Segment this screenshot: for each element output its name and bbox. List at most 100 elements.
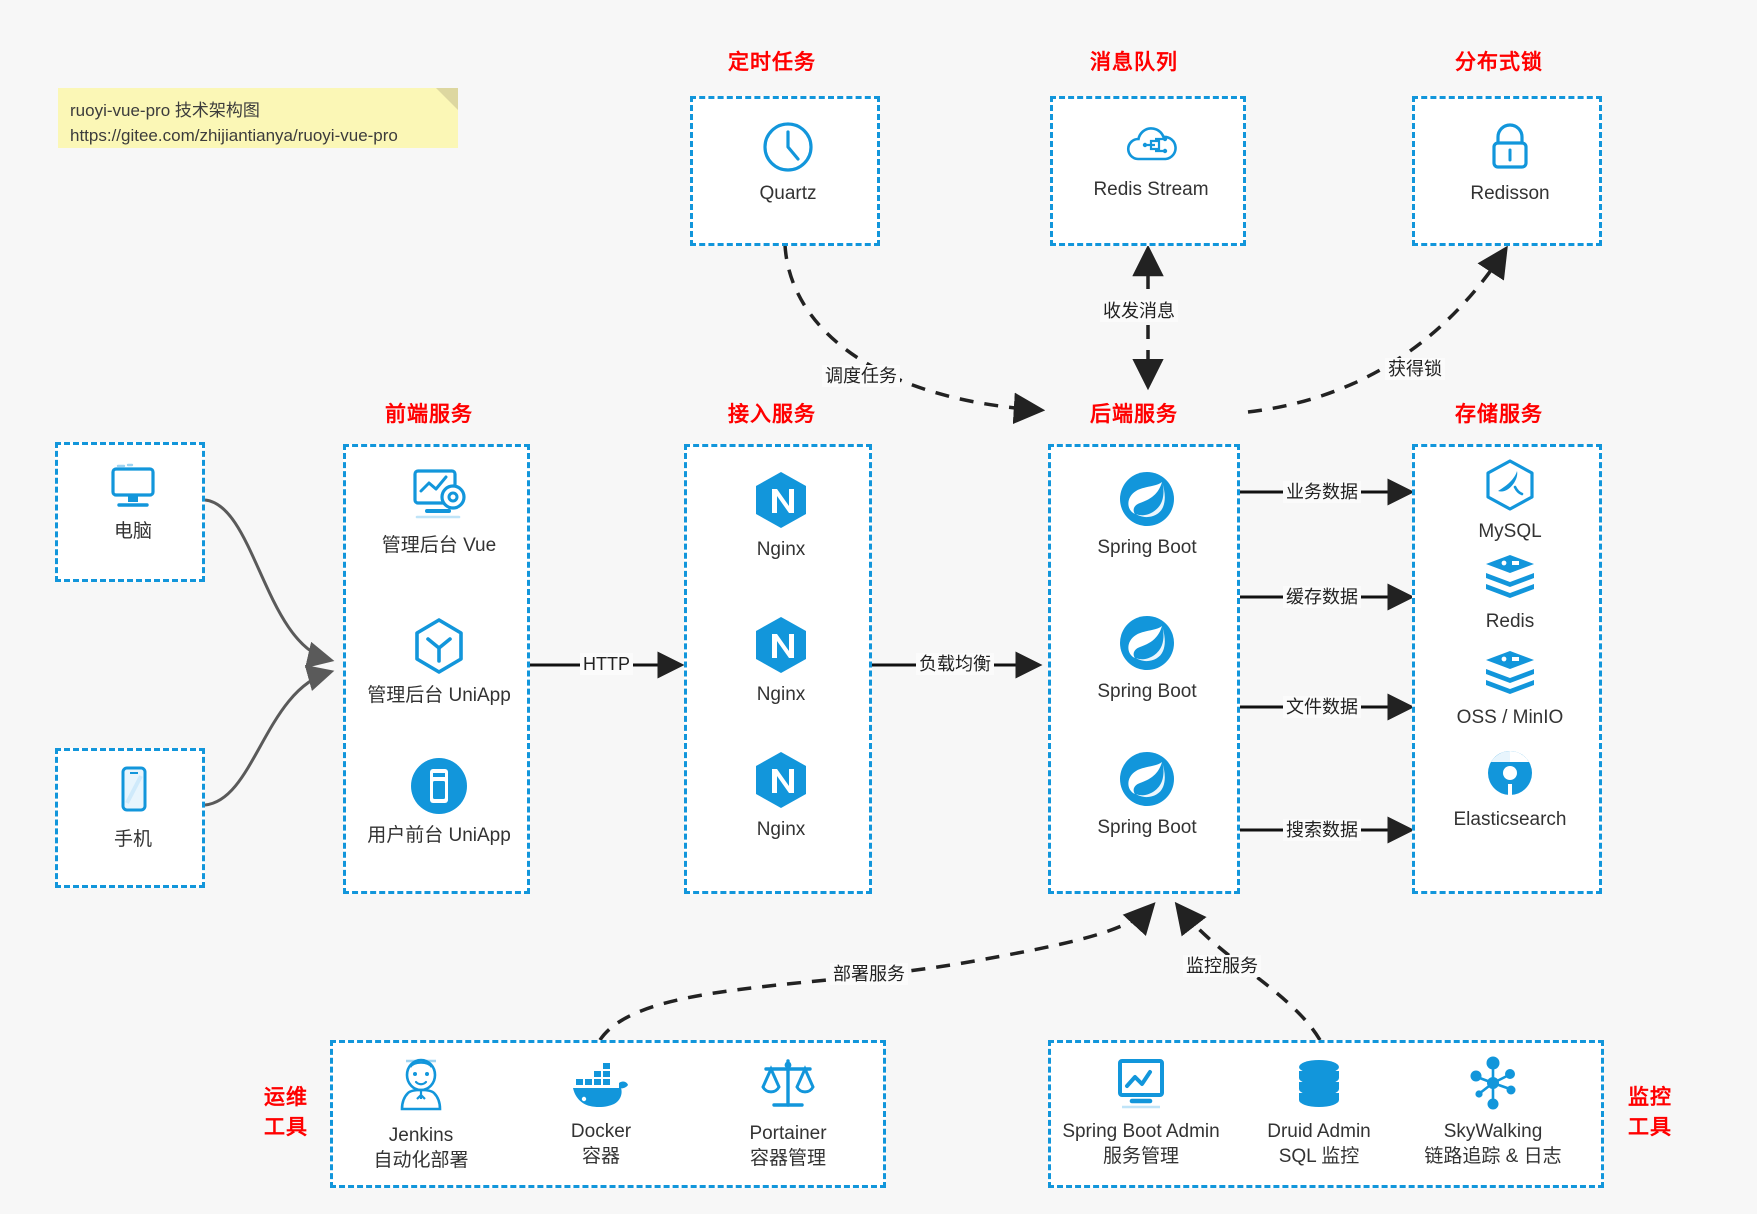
node-spring-boot-admin-sub: 服务管理	[1102, 1146, 1179, 1167]
nginx-icon	[756, 472, 806, 528]
docker-icon	[573, 1063, 628, 1108]
node-admin-vue[interactable]: 管理后台 Vue	[369, 465, 509, 558]
group-frontend[interactable]: 管理后台 Vue 管理后台 UniApp 用户前台 UniApp	[343, 444, 530, 894]
group-gateway[interactable]: Nginx Nginx Nginx	[684, 444, 872, 894]
group-mq[interactable]: Redis Stream	[1050, 96, 1246, 246]
edge-label-monitor-service: 监控服务	[1183, 955, 1261, 977]
node-skywalking[interactable]: SkyWalking 链路追踪 & 日志	[1423, 1055, 1563, 1169]
edge-label-business-data: 业务数据	[1283, 481, 1361, 503]
group-device-pc[interactable]: 电脑	[55, 442, 205, 582]
desktop-icon	[111, 463, 155, 507]
group-scheduler[interactable]: Quartz	[690, 96, 880, 246]
group-title-devops-line2: 工具	[264, 1116, 308, 1139]
node-redisson[interactable]: Redisson	[1440, 117, 1580, 206]
group-title-mq: 消息队列	[1090, 51, 1178, 74]
wire-pc-to-frontend	[204, 498, 335, 669]
cloud-stream-icon	[1126, 127, 1177, 161]
node-quartz[interactable]: Quartz	[718, 119, 858, 206]
node-jenkins-label: Jenkins	[388, 1125, 454, 1146]
edge-label-schedule-task: 调度任务	[822, 365, 900, 387]
monitor-chart-icon	[1118, 1059, 1164, 1109]
node-jenkins[interactable]: Jenkins 自动化部署	[351, 1053, 491, 1173]
node-elasticsearch[interactable]: Elasticsearch	[1440, 745, 1580, 832]
lock-icon	[1492, 123, 1528, 169]
scales-icon	[761, 1059, 815, 1107]
node-oss-minio[interactable]: OSS / MinIO	[1440, 647, 1580, 730]
node-druid-admin[interactable]: Druid Admin SQL 监控	[1249, 1057, 1389, 1169]
node-redis[interactable]: Redis	[1440, 551, 1580, 634]
group-backend[interactable]: Spring Boot Spring Boot Spring Boot	[1048, 444, 1240, 894]
node-docker[interactable]: Docker 容器	[531, 1061, 671, 1169]
edge-label-load-balance: 负载均衡	[916, 653, 994, 675]
node-elasticsearch-label: Elasticsearch	[1453, 809, 1567, 830]
spring-icon	[1120, 472, 1174, 526]
group-title-devops: 运维 工具	[258, 1083, 314, 1143]
node-nginx-2-label: Nginx	[756, 684, 806, 705]
node-druid-admin-sub: SQL 监控	[1278, 1146, 1360, 1167]
node-docker-label: Docker	[570, 1121, 632, 1142]
wire-acquire-lock	[1247, 245, 1508, 414]
node-mysql[interactable]: MySQL	[1440, 457, 1580, 544]
edge-label-file-data: 文件数据	[1283, 696, 1361, 718]
oss-icon	[1486, 651, 1534, 694]
node-oss-minio-label: OSS / MinIO	[1456, 707, 1564, 728]
node-admin-vue-label: 管理后台 Vue	[381, 535, 497, 556]
node-nginx-1[interactable]: Nginx	[711, 469, 851, 562]
node-user-uniapp[interactable]: 用户前台 UniApp	[367, 755, 511, 848]
jenkins-icon	[400, 1058, 442, 1111]
clock-icon	[763, 122, 813, 172]
node-spring-boot-3-label: Spring Boot	[1097, 817, 1197, 838]
group-title-monitor: 监控 工具	[1622, 1083, 1678, 1143]
node-spring-boot-admin-label: Spring Boot Admin	[1062, 1121, 1220, 1142]
mysql-icon	[1486, 459, 1534, 511]
node-portainer[interactable]: Portainer 容器管理	[718, 1055, 858, 1171]
redis-icon	[1486, 555, 1534, 598]
dashboard-icon	[413, 469, 466, 519]
edge-label-cache-data: 缓存数据	[1283, 586, 1361, 608]
skywalking-icon	[1470, 1056, 1516, 1110]
node-redis-stream-label: Redis Stream	[1093, 179, 1209, 200]
note-line-url: https://gitee.com/zhijiantianya/ruoyi-vu…	[70, 126, 398, 145]
diagram-note: ruoyi-vue-pro 技术架构图 https://gitee.com/zh…	[58, 88, 458, 148]
node-nginx-2[interactable]: Nginx	[711, 614, 851, 707]
wire-phone-to-frontend	[204, 665, 335, 807]
node-admin-uniapp-label: 管理后台 UniApp	[367, 685, 511, 706]
edge-label-search-data: 搜索数据	[1283, 819, 1361, 841]
group-devops[interactable]: Jenkins 自动化部署 Docker 容器	[330, 1040, 886, 1188]
node-spring-boot-admin[interactable]: Spring Boot Admin 服务管理	[1062, 1055, 1220, 1169]
node-pc-label: 电脑	[113, 521, 152, 542]
node-spring-boot-1-label: Spring Boot	[1097, 537, 1197, 558]
group-lock[interactable]: Redisson	[1412, 96, 1602, 246]
node-pc[interactable]: 电脑	[63, 461, 203, 544]
node-phone-label: 手机	[113, 829, 152, 850]
group-monitor[interactable]: Spring Boot Admin 服务管理 Druid Admin SQL 监…	[1048, 1040, 1604, 1188]
group-title-storage: 存储服务	[1455, 403, 1543, 426]
edge-label-http: HTTP	[580, 653, 633, 675]
node-spring-boot-1[interactable]: Spring Boot	[1077, 469, 1217, 560]
group-title-monitor-line2: 工具	[1628, 1116, 1672, 1139]
node-skywalking-label: SkyWalking	[1443, 1121, 1543, 1142]
node-nginx-1-label: Nginx	[756, 539, 806, 560]
group-title-backend: 后端服务	[1090, 403, 1178, 426]
node-spring-boot-3[interactable]: Spring Boot	[1077, 749, 1217, 840]
node-redis-label: Redis	[1485, 611, 1535, 632]
node-nginx-3[interactable]: Nginx	[711, 749, 851, 842]
spring-icon	[1120, 616, 1174, 670]
group-title-frontend: 前端服务	[385, 403, 473, 426]
node-admin-uniapp[interactable]: 管理后台 UniApp	[367, 615, 511, 708]
node-mysql-label: MySQL	[1478, 521, 1542, 542]
nginx-icon	[756, 617, 806, 673]
node-spring-boot-2[interactable]: Spring Boot	[1077, 613, 1217, 704]
database-icon	[1299, 1060, 1339, 1107]
node-portainer-label: Portainer	[749, 1123, 827, 1144]
edge-label-send-receive-message: 收发消息	[1100, 300, 1178, 322]
node-quartz-label: Quartz	[759, 183, 817, 204]
group-device-phone[interactable]: 手机	[55, 748, 205, 888]
node-redis-stream[interactable]: Redis Stream	[1081, 119, 1221, 202]
group-storage[interactable]: MySQL Redis OSS / MinIO	[1412, 444, 1602, 894]
node-skywalking-sub: 链路追踪 & 日志	[1424, 1146, 1562, 1167]
edge-label-deploy-service: 部署服务	[830, 963, 908, 985]
node-phone[interactable]: 手机	[63, 763, 203, 852]
nginx-icon	[756, 752, 806, 808]
edge-label-acquire-lock: 获得锁	[1385, 358, 1445, 380]
